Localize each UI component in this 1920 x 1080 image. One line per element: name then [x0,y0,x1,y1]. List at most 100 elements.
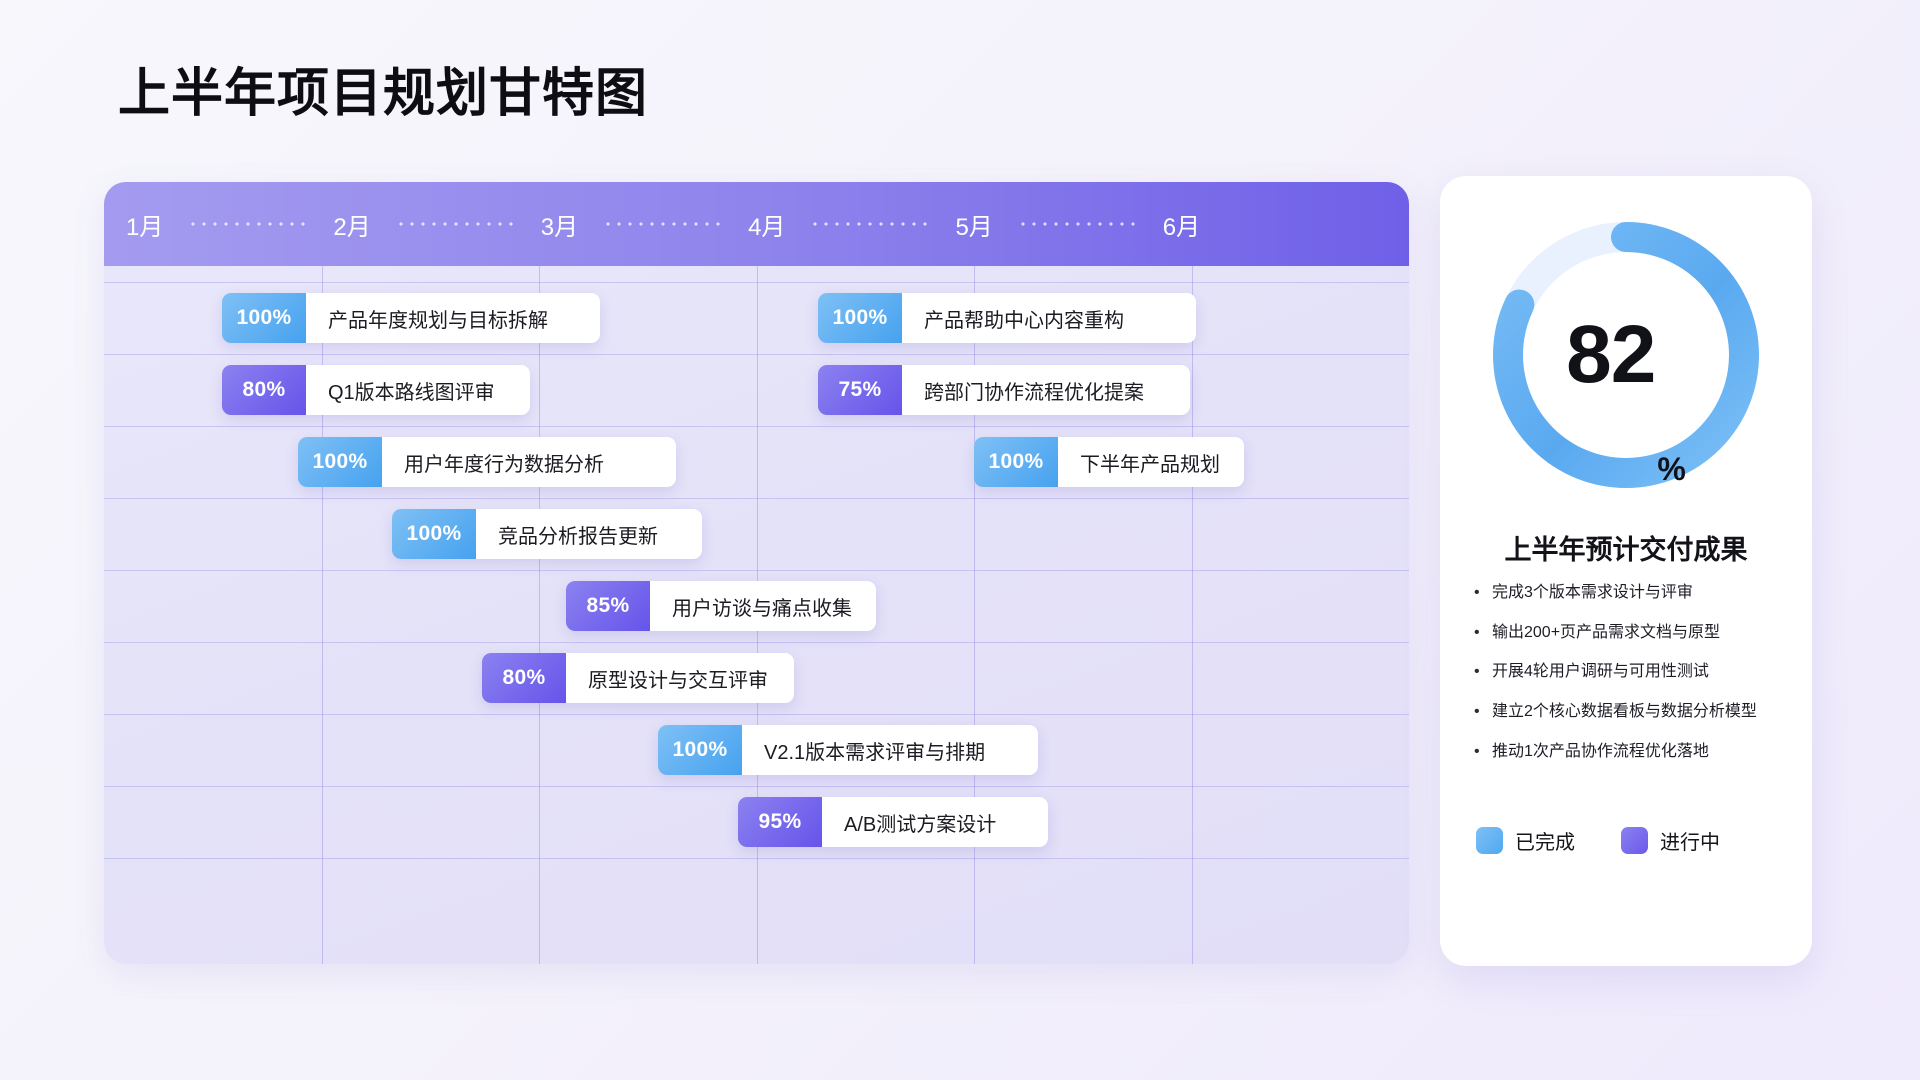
gantt-month-header: 1月 2月 3月 4月 5月 6月 [104,182,1409,266]
month-column-2: 2月 [333,207,540,242]
gridline-horizontal [104,858,1409,859]
progress-donut-chart: 82 % [1481,210,1771,500]
gridline-horizontal [104,426,1409,427]
task-name-label: Q1版本路线图评审 [328,381,495,404]
gantt-row: 85%用户访谈与痛点收集 [104,570,1409,642]
task-bar[interactable]: 100% 下半年产品规划 [974,437,1244,487]
gantt-row: 80% 原型设计与交互评审 [104,642,1409,714]
gantt-row: 95% A/B测试方案设计 [104,786,1409,858]
gridline-horizontal [104,354,1409,355]
list-item: • 开展4轮用户调研与可用性测试 [1474,661,1790,684]
gantt-row: 100% 产品年度规划与目标拆解 100% 产品帮助中心内容重构 [104,282,1409,354]
task-name-label: 跨部门协作流程优化提案 [924,381,1144,404]
legend-label: 进行中 [1660,832,1720,854]
deliverables-list: • 完成3个版本需求设计与评审 • 输出200+页产品需求文档与原型 • 开展4轮用户调研… [1474,582,1790,781]
bullet-dot-icon: • [1474,584,1480,601]
gantt-row: 80% Q1版本路线图评审 75% 跨部门协作流程优化提案 [104,354,1409,426]
task-bar[interactable]: 100% 竞品分析报告更新 [392,509,702,559]
month-label: 2月 [333,213,371,241]
task-progress-label: 75% [818,365,902,415]
donut-svg [1493,222,1759,488]
gridline-horizontal [104,498,1409,499]
task-bar[interactable]: 100% 用户年度行为数据分析 [298,437,676,487]
month-column-4: 4月 [748,207,955,242]
month-label: 4月 [748,213,786,241]
list-item-label: 开展4轮用户调研与可用性测试 [1492,663,1709,681]
month-column-3: 3月 [541,207,748,242]
month-separator-dots [604,222,723,226]
bullet-dot-icon: • [1474,703,1480,721]
task-progress-label: 100% [658,725,742,775]
bullet-dot-icon: • [1474,623,1480,641]
gridline-vertical [322,266,323,964]
month-column-5: 5月 [955,207,1162,242]
gridline-horizontal [104,282,1409,283]
task-bar[interactable]: 80% 原型设计与交互评审 [482,653,794,703]
task-bar[interactable]: 80% Q1版本路线图评审 [222,365,530,415]
task-bar[interactable]: 75% 跨部门协作流程优化提案 [818,365,1190,415]
legend-item-done: 已完成 [1476,826,1575,855]
bullet-dot-icon: • [1474,742,1480,760]
task-name-label: 用户年度行为数据分析 [404,453,604,476]
task-progress-label: 100% [818,293,902,343]
task-name-label: 产品年度规划与目标拆解 [328,309,548,332]
task-progress-label: 100% [392,509,476,559]
month-label: 6月 [1162,213,1201,241]
month-separator-dots [1018,222,1137,226]
status-legend: 已完成 进行中 [1476,826,1788,855]
task-progress-label: 100% [222,293,306,343]
gantt-chart-card: 1月 2月 3月 4月 5月 6月 100% 产品年度规划与目标拆解 100% 产品帮助中心内容… [104,182,1409,964]
month-separator-dots [811,222,930,226]
task-bar[interactable]: 100% V2.1版本需求评审与排期 [658,725,1038,775]
gantt-row: 100% 用户年度行为数据分析 100% 下半年产品规划 [104,426,1409,498]
task-bar[interactable]: 100% 产品年度规划与目标拆解 [222,293,600,343]
list-item-label: 建立2个核心数据看板与数据分析模型 [1492,703,1757,721]
task-progress-label: 95% [738,797,822,847]
legend-item-doing: 进行中 [1621,826,1720,855]
task-name-label: 下半年产品规划 [1080,453,1220,476]
list-item: • 推动1次产品协作流程优化落地 [1474,741,1790,764]
task-name-label: V2.1版本需求评审与排期 [764,741,986,764]
month-label: 1月 [126,213,164,241]
gantt-row: 100% 竞品分析报告更新 [104,498,1409,570]
summary-heading: 上半年预计交付成果 [1504,535,1748,565]
gridline-horizontal [104,714,1409,715]
bullet-dot-icon: • [1474,663,1480,681]
task-progress-label: 80% [482,653,566,703]
task-progress-label: 85% [566,581,650,631]
gridline-vertical [974,266,975,964]
task-name-label: 竞品分析报告更新 [498,525,658,548]
month-column-6: 6月 [1163,207,1200,242]
task-name-label: A/B测试方案设计 [844,813,997,836]
legend-color-swatch [1476,827,1503,854]
donut-value: 82 [1566,309,1656,400]
gantt-body: 100% 产品年度规划与目标拆解 100% 产品帮助中心内容重构 80% Q1版本路线图评… [104,266,1409,964]
task-bar[interactable]: 95% A/B测试方案设计 [738,797,1048,847]
gridline-vertical [539,266,540,964]
list-item: • 输出200+页产品需求文档与原型 [1474,622,1790,645]
summary-card: 82 % 上半年预计交付成果 • 完成3个版本需求设计与评审 • 输出200+页产品需… [1440,176,1812,966]
donut-progress-arc [1493,222,1759,488]
list-item-label: 完成3个版本需求设计与评审 [1492,584,1693,601]
task-name-label: 原型设计与交互评审 [588,669,768,692]
month-label: 3月 [540,213,579,241]
list-item-label: 推动1次产品协作流程优化落地 [1492,742,1709,760]
task-bar[interactable]: 100% 产品帮助中心内容重构 [818,293,1196,343]
list-item: • 建立2个核心数据看板与数据分析模型 [1474,701,1790,724]
legend-color-swatch [1621,827,1648,854]
gridline-horizontal [104,570,1409,571]
month-separator-dots [396,222,515,226]
task-progress-label: 80% [222,365,306,415]
page-title: 上半年项目规划甘特图 [118,65,649,123]
gridline-horizontal [104,786,1409,787]
month-label: 5月 [955,213,993,241]
task-progress-label: 100% [298,437,382,487]
task-bar[interactable]: 85%用户访谈与痛点收集 [566,581,876,631]
task-progress-label: 100% [974,437,1058,487]
month-column-1: 1月 [126,207,333,242]
gantt-task-rows: 100% 产品年度规划与目标拆解 100% 产品帮助中心内容重构 80% Q1版本路线图评… [104,266,1409,964]
task-name-label: 产品帮助中心内容重构 [924,309,1124,332]
gridline-horizontal [104,642,1409,643]
list-item-label: 输出200+页产品需求文档与原型 [1492,623,1721,641]
